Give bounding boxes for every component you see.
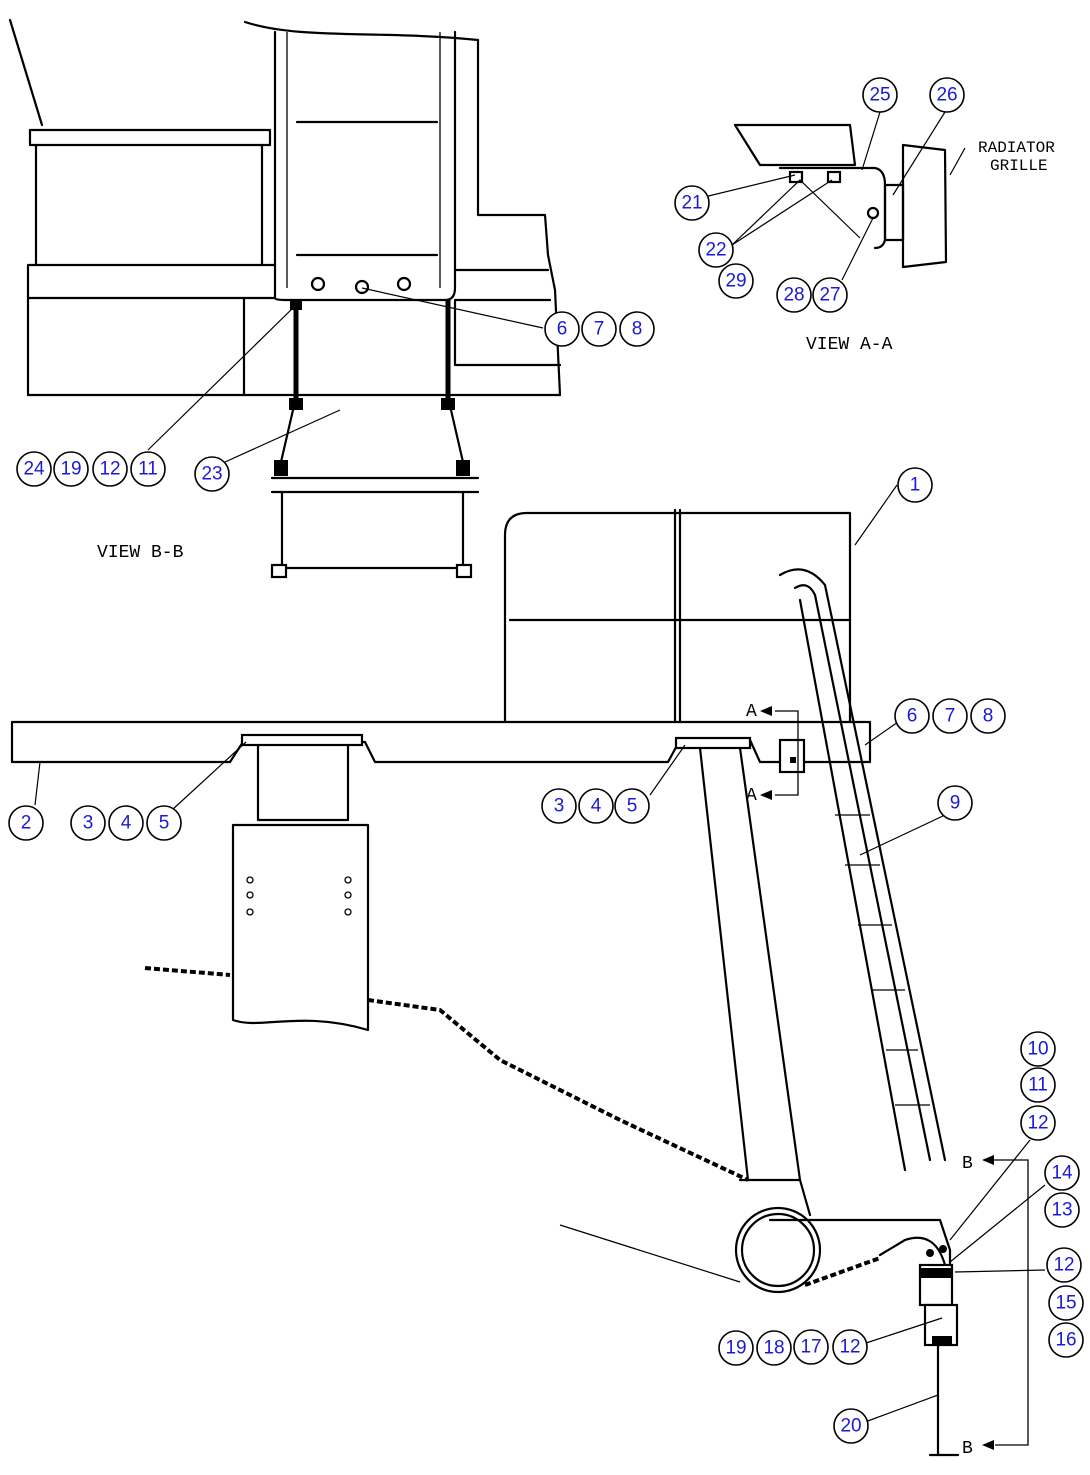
svg-text:24: 24 — [23, 459, 45, 480]
svg-text:16: 16 — [1055, 1330, 1076, 1351]
svg-text:5: 5 — [627, 796, 638, 817]
svg-text:20: 20 — [840, 1416, 861, 1437]
svg-text:27: 27 — [819, 285, 840, 306]
svg-text:7: 7 — [945, 706, 956, 727]
callout-23[interactable]: 23 — [194, 456, 230, 492]
svg-text:19: 19 — [725, 1338, 746, 1359]
svg-text:5: 5 — [159, 813, 170, 834]
svg-text:11: 11 — [138, 459, 158, 480]
callout-24[interactable]: 24 — [16, 451, 52, 487]
section-a-top-label: A — [746, 702, 757, 722]
callout-26[interactable]: 26 — [929, 77, 965, 113]
callout-25[interactable]: 25 — [862, 77, 898, 113]
main-assembly-drawing — [10, 508, 1029, 1457]
callout-4-left[interactable]: 4 — [108, 805, 144, 841]
svg-text:23: 23 — [201, 464, 222, 485]
callout-3-left[interactable]: 3 — [70, 805, 106, 841]
radiator-grille-label-line1: RADIATOR — [978, 139, 1055, 157]
callout-4-right[interactable]: 4 — [578, 788, 614, 824]
callout-14[interactable]: 14 — [1044, 1155, 1080, 1191]
svg-text:12: 12 — [839, 1337, 860, 1358]
svg-text:26: 26 — [936, 85, 957, 106]
callout-19-main[interactable]: 19 — [718, 1330, 754, 1366]
svg-text:3: 3 — [83, 813, 94, 834]
callout-10[interactable]: 10 — [1020, 1031, 1056, 1067]
callout-11-main[interactable]: 11 — [1020, 1067, 1056, 1103]
callout-15[interactable]: 15 — [1048, 1285, 1084, 1321]
callout-11-view-b[interactable]: 11 — [130, 451, 166, 487]
callout-1[interactable]: 1 — [897, 467, 933, 503]
callout-21[interactable]: 21 — [674, 185, 710, 221]
svg-text:6: 6 — [907, 706, 918, 727]
svg-text:8: 8 — [632, 319, 643, 340]
callout-8-main[interactable]: 8 — [970, 698, 1006, 734]
callout-7-main[interactable]: 7 — [932, 698, 968, 734]
view-b-b-drawing — [8, 18, 562, 579]
section-a-bottom-label: A — [746, 786, 757, 806]
callout-8-view-b[interactable]: 8 — [619, 311, 655, 347]
svg-text:12: 12 — [99, 459, 120, 480]
svg-text:25: 25 — [869, 85, 890, 106]
svg-text:4: 4 — [121, 813, 132, 834]
callout-12-view-b[interactable]: 12 — [92, 451, 128, 487]
svg-text:22: 22 — [705, 240, 726, 261]
callout-12-bottom[interactable]: 12 — [832, 1329, 868, 1365]
callout-19-view-b[interactable]: 19 — [53, 451, 89, 487]
callout-12-upper[interactable]: 12 — [1020, 1105, 1056, 1141]
svg-text:9: 9 — [950, 793, 961, 814]
svg-text:13: 13 — [1051, 1200, 1072, 1221]
svg-text:3: 3 — [554, 796, 565, 817]
svg-text:12: 12 — [1027, 1113, 1048, 1134]
svg-text:18: 18 — [763, 1338, 784, 1359]
callout-5-left[interactable]: 5 — [146, 805, 182, 841]
svg-text:11: 11 — [1028, 1075, 1048, 1096]
callout-9[interactable]: 9 — [937, 785, 973, 821]
svg-text:8: 8 — [983, 706, 994, 727]
callout-13[interactable]: 13 — [1044, 1192, 1080, 1228]
callout-6-view-b[interactable]: 6 — [544, 311, 580, 347]
callout-16[interactable]: 16 — [1048, 1322, 1084, 1358]
callout-7-view-b[interactable]: 7 — [581, 311, 617, 347]
svg-text:17: 17 — [800, 1337, 821, 1358]
callout-17[interactable]: 17 — [793, 1329, 829, 1365]
text-labels: VIEW A-A VIEW B-B RADIATOR GRILLE A A B … — [97, 139, 1055, 1459]
callout-22[interactable]: 22 — [698, 232, 734, 268]
callout-5-right[interactable]: 5 — [614, 788, 650, 824]
svg-text:19: 19 — [60, 459, 81, 480]
callout-3-right[interactable]: 3 — [541, 788, 577, 824]
svg-text:15: 15 — [1055, 1293, 1076, 1314]
svg-text:4: 4 — [591, 796, 602, 817]
callout-28[interactable]: 28 — [776, 277, 812, 313]
svg-text:12: 12 — [1053, 1255, 1074, 1276]
callouts: 25 26 21 22 29 28 27 6 7 8 24 19 12 11 2… — [8, 77, 1084, 1444]
radiator-grille-label-line2: GRILLE — [990, 157, 1048, 175]
svg-text:1: 1 — [910, 475, 921, 496]
callout-12-lower[interactable]: 12 — [1046, 1247, 1082, 1283]
section-b-top-label: B — [962, 1154, 973, 1174]
callout-18[interactable]: 18 — [756, 1330, 792, 1366]
svg-text:7: 7 — [594, 319, 605, 340]
view-a-a-label: VIEW A-A — [806, 335, 893, 355]
svg-text:14: 14 — [1051, 1163, 1073, 1184]
callout-6-main[interactable]: 6 — [894, 698, 930, 734]
callout-20[interactable]: 20 — [833, 1408, 869, 1444]
svg-text:10: 10 — [1027, 1039, 1048, 1060]
view-b-b-label: VIEW B-B — [97, 543, 184, 563]
svg-text:21: 21 — [681, 193, 702, 214]
svg-text:2: 2 — [21, 813, 32, 834]
callout-2[interactable]: 2 — [8, 805, 44, 841]
leader-lines — [34, 111, 1046, 1423]
callout-27[interactable]: 27 — [812, 277, 848, 313]
section-b-bottom-label: B — [962, 1439, 973, 1459]
svg-text:6: 6 — [557, 319, 568, 340]
callout-29[interactable]: 29 — [718, 263, 754, 299]
view-a-a-drawing — [733, 123, 948, 269]
svg-text:29: 29 — [725, 271, 746, 292]
svg-text:28: 28 — [783, 285, 804, 306]
